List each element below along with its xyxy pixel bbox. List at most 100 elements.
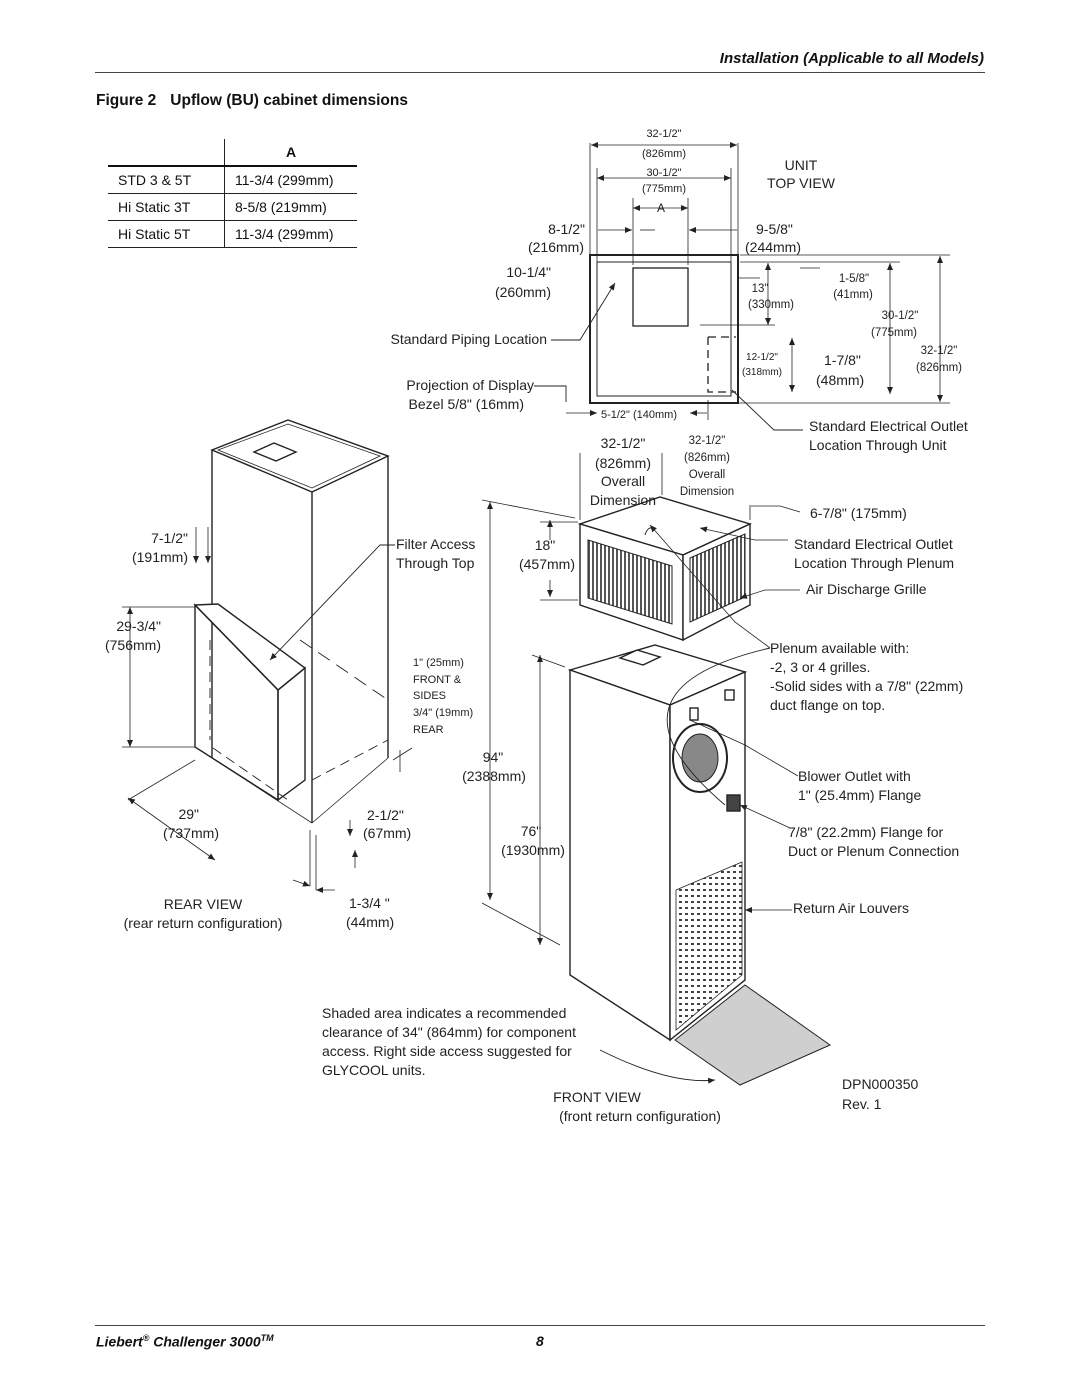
tv-w-inner-mm: (775mm) xyxy=(642,183,686,195)
table-header-blank xyxy=(108,139,225,167)
rv-d212: 2-1/2" xyxy=(367,807,404,823)
tv-elec-1: Standard Electrical Outlet xyxy=(809,418,968,434)
fv-shaded-4: GLYCOOL units. xyxy=(322,1062,425,1078)
tv-d3212: 32-1/2" xyxy=(921,345,958,357)
footer-brand: Liebert xyxy=(96,1333,143,1350)
fv-pd-mm: (826mm) xyxy=(684,452,730,464)
tv-d-left: 8-1/2" xyxy=(548,221,585,237)
section-header: Installation (Applicable to all Models) xyxy=(719,50,984,67)
drawing-labels: 32-1/2" (826mm) 30-1/2" (775mm) A UNIT T… xyxy=(105,128,968,1124)
table-cell-a: 8-5/8 (219mm) xyxy=(224,193,357,221)
figure-caption: Upflow (BU) cabinet dimensions xyxy=(170,92,408,109)
table-cell-a: 11-3/4 (299mm) xyxy=(224,166,357,194)
rv-flange-5: REAR xyxy=(413,724,444,736)
fv-plenum-4: duct flange on top. xyxy=(770,697,885,713)
tv-w-outer-mm: (826mm) xyxy=(642,148,686,160)
footer-reg-mark: ® xyxy=(142,1333,150,1343)
rv-d134: 1-3/4 " xyxy=(349,895,390,911)
rv-flange-1: 1" (25mm) xyxy=(413,657,464,669)
fv-shaded-3: access. Right side access suggested for xyxy=(322,1043,572,1059)
rv-filter-1: Filter Access xyxy=(396,536,475,552)
fv-pw-mm: (826mm) xyxy=(595,455,651,471)
fv-ph: 18" xyxy=(535,537,556,553)
tv-d158: 1-5/8" xyxy=(839,273,869,285)
tv-bezel-2: Bezel 5/8" (16mm) xyxy=(409,396,524,412)
fv-pw: 32-1/2" xyxy=(601,435,646,451)
table-cell-model: Hi Static 5T xyxy=(108,220,225,248)
fv-d94: 94" xyxy=(483,749,504,765)
rv-d2934: 29-3/4" xyxy=(116,618,161,634)
rv-d29: 29" xyxy=(178,806,199,822)
tv-d1212-mm: (318mm) xyxy=(742,367,782,378)
fv-title: FRONT VIEW xyxy=(553,1089,641,1105)
page-number: 8 xyxy=(536,1333,544,1349)
tv-d3012: 30-1/2" xyxy=(882,310,919,322)
tv-d-pipe: 10-1/4" xyxy=(506,264,551,280)
tv-elec-2: Location Through Unit xyxy=(809,437,947,453)
fv-pd-l1: Overall xyxy=(689,469,725,481)
tv-d-right: 9-5/8" xyxy=(756,221,793,237)
fv-plenum-1: Plenum available with: xyxy=(770,640,909,656)
table-cell-a: 11-3/4 (299mm) xyxy=(224,220,357,248)
rv-d29-mm: (737mm) xyxy=(163,825,219,841)
tv-title-2: TOP VIEW xyxy=(767,175,836,191)
top-view xyxy=(534,142,950,431)
footer-product: Liebert® Challenger 3000TM xyxy=(96,1333,274,1350)
tv-bezel-1: Projection of Display xyxy=(406,377,534,393)
front-cabinet xyxy=(481,499,832,1086)
tv-d178: 1-7/8" xyxy=(824,352,861,368)
fv-elec-plenum-2: Location Through Plenum xyxy=(794,555,954,571)
fv-flange-2: Duct or Plenum Connection xyxy=(788,843,959,859)
figure-number: Figure 2 xyxy=(96,92,157,109)
fv-blower-2: 1" (25.4mm) Flange xyxy=(798,787,921,803)
fv-d678: 6-7/8" (175mm) xyxy=(810,505,907,521)
tv-d13-mm: (330mm) xyxy=(748,299,794,311)
fv-ph-mm: (457mm) xyxy=(519,556,575,572)
rv-title: REAR VIEW xyxy=(164,896,243,912)
rv-filter-2: Through Top xyxy=(396,555,475,571)
cabinet-drawing: 32-1/2" (826mm) 30-1/2" (775mm) A UNIT T… xyxy=(105,128,968,1124)
fv-shaded-1: Shaded area indicates a recommended xyxy=(322,1005,566,1021)
rv-d712: 7-1/2" xyxy=(151,530,188,546)
footer-model: Challenger 3000 xyxy=(149,1333,261,1350)
rv-flange-3: SIDES xyxy=(413,690,446,702)
fv-blower-1: Blower Outlet with xyxy=(798,768,911,784)
rear-cabinet xyxy=(122,419,413,893)
fv-grille: Air Discharge Grille xyxy=(806,581,927,597)
fv-pw-l1: Overall xyxy=(601,473,645,489)
fv-pd: 32-1/2" xyxy=(689,435,726,447)
rv-d134-mm: (44mm) xyxy=(346,914,394,930)
table-cell-model: STD 3 & 5T xyxy=(108,166,225,194)
tv-d-pipe-mm: (260mm) xyxy=(495,284,551,300)
tv-d-right-mm: (244mm) xyxy=(745,239,801,255)
footer-tm-mark: TM xyxy=(260,1333,274,1343)
table-header-a: A xyxy=(224,139,357,167)
fv-plenum-3: -Solid sides with a 7/8" (22mm) xyxy=(770,678,963,694)
footer-rule xyxy=(95,1325,985,1326)
fv-louvers: Return Air Louvers xyxy=(793,900,909,916)
figure-title: Figure 2 Upflow (BU) cabinet dimensions xyxy=(96,92,408,110)
tv-d512: 5-1/2" (140mm) xyxy=(601,409,677,421)
rv-flange-2: FRONT & xyxy=(413,674,462,686)
fv-pw-l2: Dimension xyxy=(590,492,656,508)
fv-subtitle: (front return configuration) xyxy=(559,1108,721,1124)
rv-d2934-mm: (756mm) xyxy=(105,637,161,653)
table-cell-model: Hi Static 3T xyxy=(108,193,225,221)
tv-d-left-mm: (216mm) xyxy=(528,239,584,255)
rv-subtitle: (rear return configuration) xyxy=(124,915,283,931)
fv-d76-mm: (1930mm) xyxy=(501,842,565,858)
fv-pd-l2: Dimension xyxy=(680,486,734,498)
tv-d3012-mm: (775mm) xyxy=(871,327,917,339)
fv-d76: 76" xyxy=(521,823,542,839)
fv-shaded-2: clearance of 34" (864mm) for component xyxy=(322,1024,576,1040)
rv-flange-4: 3/4" (19mm) xyxy=(413,707,473,719)
fv-elec-plenum-1: Standard Electrical Outlet xyxy=(794,536,953,552)
tv-w-inner: 30-1/2" xyxy=(646,167,681,179)
header-rule xyxy=(95,72,985,73)
fv-flange-1: 7/8" (22.2mm) Flange for xyxy=(788,824,943,840)
tv-d178-mm: (48mm) xyxy=(816,372,864,388)
rev-number: Rev. 1 xyxy=(842,1096,882,1112)
fv-d94-mm: (2388mm) xyxy=(462,768,526,784)
dpn-number: DPN000350 xyxy=(842,1076,918,1092)
